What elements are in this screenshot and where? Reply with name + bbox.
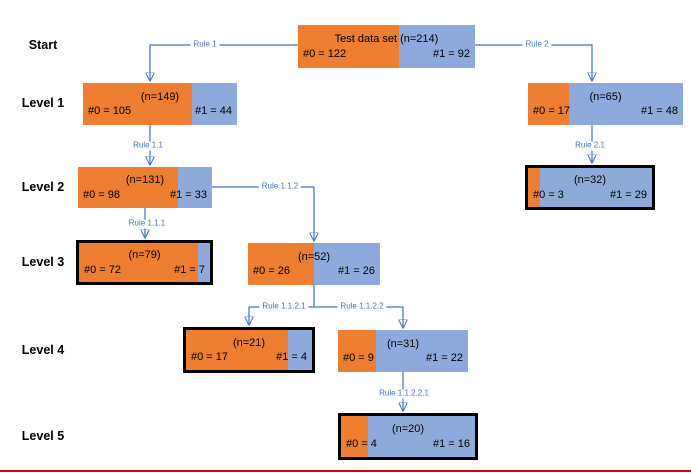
- connector-rule-1-1-2: [212, 186, 314, 240]
- class0-bar: [341, 416, 368, 457]
- row-label-level-2: Level 2: [21, 180, 65, 194]
- tree-node-level1-left: (n=149) #0 = 105 #1 = 44: [83, 83, 237, 125]
- node-title: (n=20): [391, 423, 425, 436]
- class1-count: #1 = 22: [425, 352, 463, 364]
- class0-bar: [298, 25, 399, 68]
- tree-node-level3-mid: (n=52) #0 = 26 #1 = 26: [248, 243, 380, 285]
- node-title: (n=32): [573, 174, 607, 187]
- class1-count: #1 = 7: [174, 263, 205, 276]
- class1-count: #1 = 26: [337, 265, 375, 277]
- row-label-level-5: Level 5: [21, 429, 65, 443]
- class0-count: #0 = 122: [303, 47, 347, 60]
- class1-count: #1 = 16: [432, 437, 470, 450]
- edge-label-rule-1-1-2-2: Rule 1.1.2.2: [337, 302, 387, 312]
- row-label-level-4: Level 4: [21, 343, 65, 357]
- class0-count: #0 = 3: [533, 188, 564, 201]
- class0-bar: [186, 330, 289, 370]
- class1-count: #1 = 92: [432, 47, 470, 60]
- edge-label-rule-2: Rule 2: [522, 40, 552, 50]
- bottom-divider: [0, 470, 691, 472]
- class0-bar: [83, 83, 192, 125]
- connector-rule-2: [475, 44, 592, 80]
- edge-label-rule-2-1: Rule 2.1: [572, 141, 608, 151]
- node-title: (n=31): [386, 337, 420, 350]
- class1-count: #1 = 44: [194, 105, 232, 117]
- tree-node-level3-left-leaf: (n=79) #0 = 72 #1 = 7: [76, 240, 213, 285]
- row-label-start: Start: [28, 38, 58, 52]
- class0-count: #0 = 17: [533, 105, 571, 117]
- tree-node-level1-right: (n=65) #0 = 17 #1 = 48: [528, 83, 683, 125]
- node-title: (n=79): [128, 249, 161, 262]
- edge-label-rule-1-1-1: Rule 1.1.1: [125, 219, 169, 229]
- connector-rule-1: [150, 44, 298, 80]
- class0-bar: [78, 167, 179, 208]
- edge-label-rule-1: Rule 1: [190, 40, 220, 50]
- class0-bar: [79, 243, 199, 282]
- tree-node-root: Test data set (n=214) #0 = 122 #1 = 92: [298, 25, 475, 68]
- class0-count: #0 = 9: [343, 352, 374, 364]
- class1-count: #1 = 4: [276, 351, 307, 363]
- node-title: (n=149): [140, 90, 180, 103]
- tree-node-level5-leaf: (n=20) #0 = 4 #1 = 16: [338, 413, 478, 460]
- row-label-level-3: Level 3: [21, 255, 65, 269]
- class0-count: #0 = 26: [253, 265, 291, 277]
- class0-bar: [338, 330, 376, 372]
- node-title: (n=131): [125, 174, 165, 187]
- class0-count: #0 = 72: [84, 263, 122, 276]
- tree-node-level4-left-leaf: (n=21) #0 = 17 #1 = 4: [183, 327, 315, 373]
- edge-label-rule-1-1-2-1: Rule 1.1.2.1: [259, 302, 309, 312]
- node-title: (n=65): [589, 90, 622, 103]
- edge-label-rule-1-1-2-2-1: Rule 1.1.2.2.1: [376, 389, 432, 399]
- class0-bar: [528, 83, 569, 125]
- tree-node-level4-right: (n=31) #0 = 9 #1 = 22: [338, 330, 468, 372]
- edge-label-rule-1-1: Rule 1.1: [130, 141, 166, 151]
- class0-bar: [528, 168, 540, 207]
- class0-count: #0 = 17: [191, 351, 229, 363]
- edge-label-rule-1-1-2: Rule 1.1.2: [258, 182, 302, 192]
- node-title: (n=52): [297, 250, 331, 263]
- class1-count: #1 = 29: [609, 188, 647, 201]
- node-title: (n=21): [232, 336, 266, 349]
- class1-count: #1 = 33: [169, 188, 207, 201]
- class1-count: #1 = 48: [640, 105, 678, 117]
- row-label-level-1: Level 1: [21, 96, 65, 110]
- tree-node-level2-left: (n=131) #0 = 98 #1 = 33: [78, 167, 212, 208]
- class0-count: #0 = 4: [346, 437, 377, 450]
- tree-node-level2-right-leaf: (n=32) #0 = 3 #1 = 29: [525, 165, 655, 210]
- node-title: Test data set (n=214): [334, 33, 439, 46]
- class0-bar: [248, 243, 314, 285]
- class0-count: #0 = 105: [88, 105, 132, 117]
- class0-count: #0 = 98: [83, 188, 121, 201]
